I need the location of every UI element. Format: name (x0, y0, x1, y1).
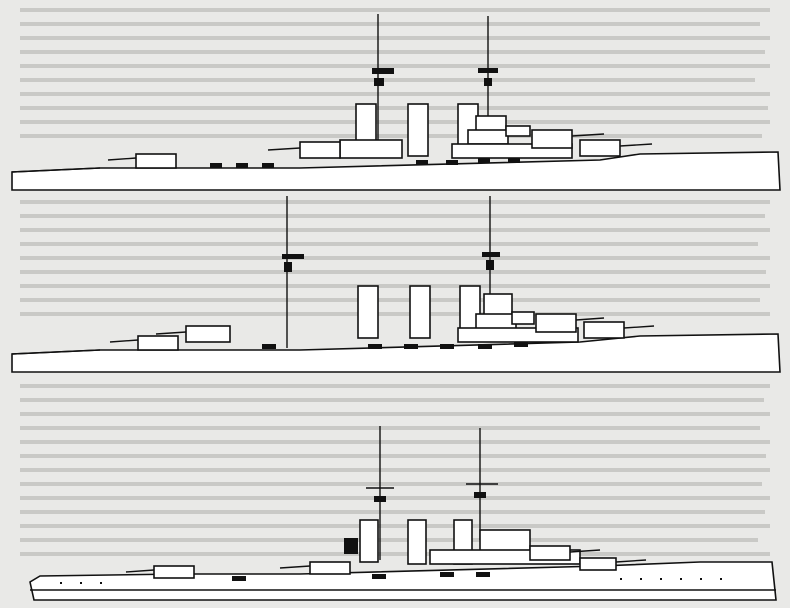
ship-profile-top (11, 14, 781, 191)
turret-c (535, 313, 605, 333)
deck-fittings (262, 342, 528, 349)
funnel-1 (355, 103, 377, 145)
deck-fittings (210, 158, 520, 168)
turret-d (579, 139, 653, 157)
superstructure-fore (339, 139, 403, 159)
turret-b (267, 141, 341, 159)
turret-d (579, 557, 647, 571)
mainmast (482, 196, 500, 300)
turret-a (107, 153, 177, 169)
bridge-block (479, 529, 531, 553)
background-print-texture (20, 8, 770, 556)
ship-profile-bottom (29, 426, 777, 601)
turret-b (155, 325, 231, 343)
deck-fittings (232, 572, 490, 581)
turret-d (583, 321, 655, 339)
hull (11, 333, 781, 373)
funnel-2 (407, 103, 429, 157)
turret-b (279, 561, 351, 575)
mainmast (466, 428, 498, 540)
hull (29, 561, 777, 601)
foremast (372, 14, 394, 150)
foremast (282, 196, 304, 348)
funnel-1 (357, 285, 379, 339)
turret-a (109, 335, 179, 351)
funnel-1 (359, 519, 379, 563)
turret-a (125, 565, 195, 579)
funnel-2 (407, 519, 427, 565)
foremast (366, 426, 394, 560)
ship-profile-middle (11, 196, 781, 373)
funnel-2 (409, 285, 431, 339)
turret-c (531, 129, 605, 149)
porthole-row (60, 578, 722, 584)
mainmast (478, 16, 498, 120)
turret-c (529, 545, 601, 561)
